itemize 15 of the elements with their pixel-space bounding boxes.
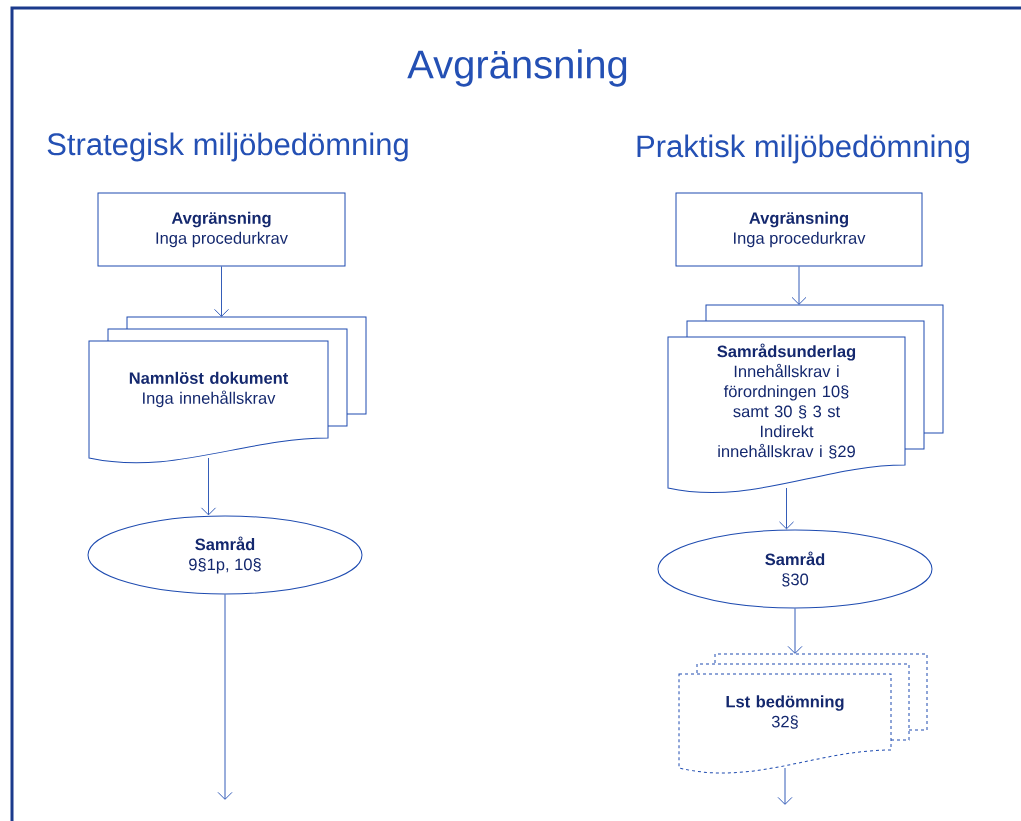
process-box: Avgränsning Inga procedurkrav bbox=[97, 192, 346, 267]
process-box: Avgränsning Inga procedurkrav bbox=[675, 192, 923, 267]
arrow bbox=[787, 608, 803, 654]
document-stack: Lst bedömning 32§ bbox=[678, 653, 928, 774]
arrow bbox=[217, 594, 233, 800]
document-stack: Samrådsunderlag Innehållskrav i förordningen 10§ samt 30 § 3 st Indirekt innehållskrav i §29 bbox=[667, 304, 944, 494]
document-stack: Namnlöst dokument Inga innehållskrav bbox=[88, 316, 367, 464]
arrow bbox=[791, 266, 807, 305]
arrow bbox=[777, 767, 793, 805]
column-heading: Strategisk miljöbedömning bbox=[47, 132, 408, 162]
arrow bbox=[779, 487, 794, 530]
arrow bbox=[214, 266, 229, 317]
title: Avgränsning bbox=[407, 49, 627, 87]
column-heading: Praktisk miljöbedömning bbox=[637, 134, 969, 164]
arrow bbox=[201, 457, 216, 516]
